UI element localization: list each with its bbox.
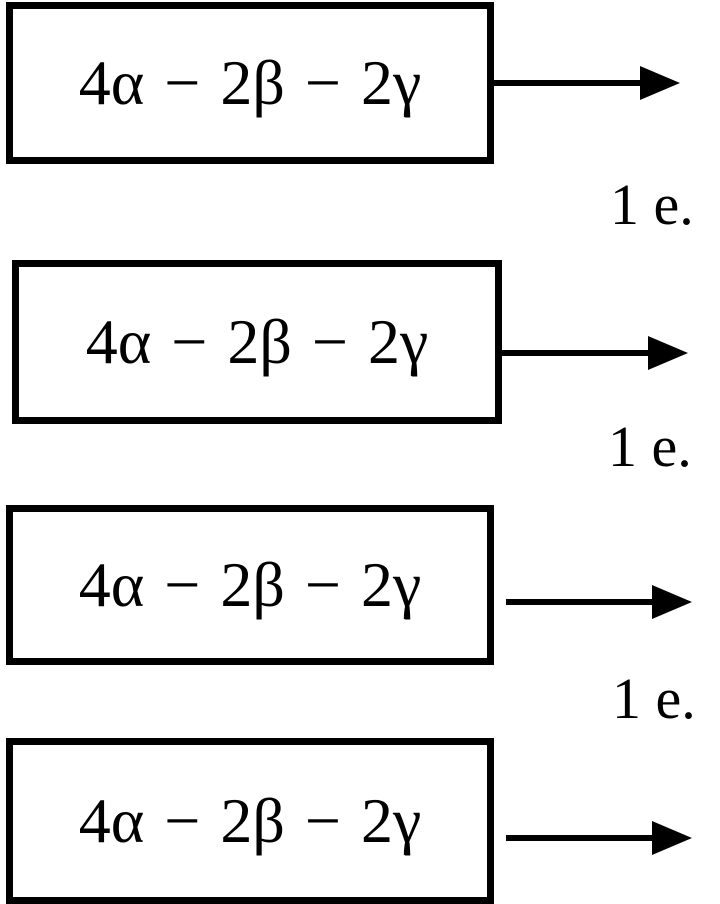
arrow-1: [494, 66, 680, 100]
electron-note-1: 1 e.: [610, 172, 694, 237]
expression-box-2: 4α − 2β − 2γ: [12, 260, 502, 424]
expression-text-2: 4α − 2β − 2γ: [85, 306, 429, 377]
arrow-4: [506, 821, 692, 855]
arrow-2: [502, 336, 688, 370]
expression-text-1: 4α − 2β − 2γ: [78, 47, 422, 118]
expression-box-4: 4α − 2β − 2γ: [6, 738, 494, 904]
electron-note-3: 1 e.: [612, 666, 696, 731]
electron-note-2: 1 e.: [608, 414, 692, 479]
expression-box-3: 4α − 2β − 2γ: [6, 505, 494, 665]
expression-text-4: 4α − 2β − 2γ: [78, 785, 422, 856]
expression-box-1: 4α − 2β − 2γ: [6, 2, 494, 164]
expression-text-3: 4α − 2β − 2γ: [78, 549, 422, 620]
arrow-3: [506, 585, 692, 619]
